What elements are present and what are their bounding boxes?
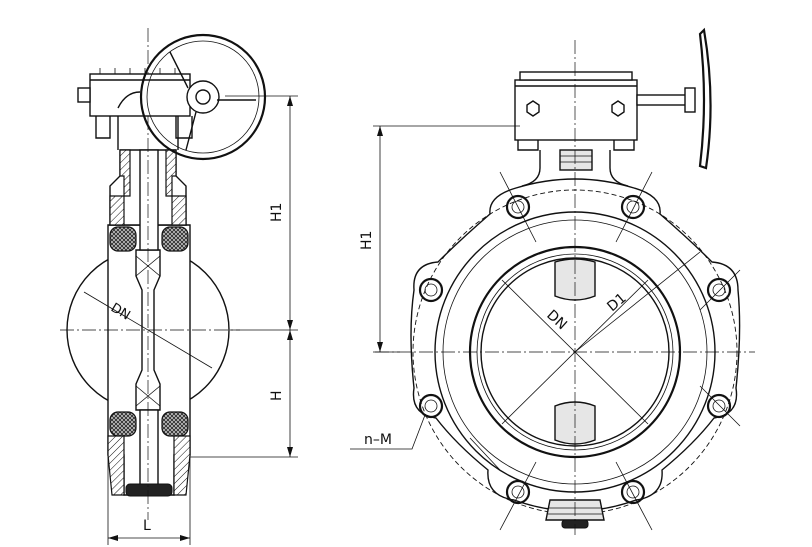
front-gearbox-bolt-right [611,100,625,117]
bolt-hole [418,277,444,303]
front-outer-arc-arrow [469,437,501,471]
front-handwheel-shaft [636,94,690,106]
side-neck-hatch-right-2 [165,149,177,197]
side-handwheel-inner [146,40,260,154]
front-handwheel-hub [684,87,696,113]
side-stem-lower [139,409,159,491]
side-seal-top-right [161,226,189,252]
side-neck-hatch-right [171,195,187,226]
bolt-hole [626,200,640,214]
side-yoke [117,91,179,150]
front-stem-top [554,258,596,301]
label-l-side: L [143,518,151,534]
bolt-hole [505,479,531,505]
bolt-hole [424,399,438,413]
front-bolt-slash-2 [615,171,653,243]
side-bolt-left [77,87,91,103]
front-bolt-holes [418,194,732,505]
front-neck [521,150,629,187]
bolt-hole [620,194,646,220]
front-gearbox [514,79,638,141]
front-neck-coupling-lines [560,155,592,163]
side-stem [139,149,159,251]
side-lower-hatch-left [107,435,125,496]
side-lower-hatch-right [173,435,191,496]
front-view: H1 DN D1 n–M [350,27,755,535]
side-gearbox-ribs [99,68,176,74]
side-handwheel-hub-inner [195,89,211,105]
front-bolt-slash-6 [499,461,537,531]
front-bolt-slash-3 [699,269,741,311]
side-l-arrows [108,535,190,541]
front-bolt-slash-1 [499,171,537,243]
bolt-hole [505,194,531,220]
side-seal-bottom-right [161,411,189,437]
side-handwheel-hub [186,80,220,114]
side-neck-hatch-left-2 [119,149,131,197]
front-handwheel-rim [698,27,712,170]
front-gearbox-cap [519,71,633,81]
front-nm-leader [350,414,426,450]
bolt-hole [712,399,726,413]
side-seal-top-left [109,226,137,252]
bolt-hole [511,200,525,214]
front-bolt-slash-4 [699,385,741,427]
front-neck-coupling [559,149,593,171]
label-dn-front: DN [543,307,570,333]
side-view: DN H1 H L [60,28,298,545]
side-stem-key-bottom [135,385,161,407]
side-seal-bottom-left [109,411,137,437]
side-dn-diameter [83,291,213,369]
front-gearbox-bolt-left [526,100,540,117]
bolt-hole [706,393,732,419]
bolt-hole [706,277,732,303]
bolt-hole [418,393,444,419]
label-h1-side: H1 [269,203,285,222]
label-h-side: H [269,390,285,401]
bolt-hole [712,283,726,297]
label-h1-front: H1 [359,231,375,250]
label-nm-front: n–M [364,432,392,448]
side-handwheel-outer [139,33,267,161]
front-d1-leader [574,251,701,353]
side-bottom-cap [125,483,173,497]
side-neck-hatch-left [109,195,125,226]
front-gearbox-feet [517,140,635,151]
front-bolt-slash-5 [615,461,653,531]
side-handwheel-spokes [169,51,256,151]
bolt-hole [511,485,525,499]
bolt-hole [626,485,640,499]
bolt-hole [424,283,438,297]
bolt-hole [620,479,646,505]
